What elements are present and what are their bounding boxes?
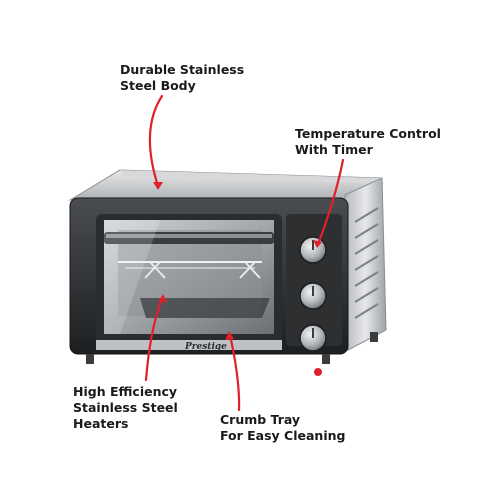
- arrow-to-body: [148, 94, 164, 188]
- brand-logo: Prestige: [184, 342, 227, 352]
- callout-heater-line1: High Efficiency: [73, 384, 178, 399]
- arrow-to-crumb-tray: [228, 333, 241, 412]
- arrow-to-heaters: [144, 296, 164, 382]
- oven-feet: [86, 332, 378, 364]
- callout-temp-line1: Temperature Control: [295, 126, 441, 141]
- arrow-heads: [153, 182, 322, 340]
- oven-control-panel: [286, 214, 342, 376]
- power-indicator-light: [314, 368, 322, 376]
- callout-temperature-control: Temperature Control With Timer: [295, 126, 441, 158]
- callout-temp-line2: With Timer: [295, 142, 373, 157]
- oven-glass-door: [96, 214, 282, 344]
- temperature-knob[interactable]: [299, 236, 327, 264]
- function-knob[interactable]: [299, 282, 327, 310]
- rotisserie-fork: [144, 261, 261, 279]
- callout-body-line1: Durable Stainless: [120, 62, 245, 77]
- callout-heater-line3: Heaters: [73, 416, 129, 431]
- oven-side-panel: [344, 177, 387, 351]
- callout-crumb-line1: Crumb Tray: [220, 412, 301, 427]
- callout-body-line2: Steel Body: [120, 78, 196, 93]
- oven-brand-strip: Prestige: [96, 340, 282, 352]
- pointer-arrows: [144, 94, 345, 412]
- arrowhead-crumb: [225, 331, 234, 340]
- callout-heater-line2: Stainless Steel: [73, 400, 178, 415]
- callout-heaters: High Efficiency Stainless Steel Heaters: [73, 384, 178, 432]
- timer-knob[interactable]: [299, 324, 327, 352]
- arrowhead-body: [153, 182, 163, 190]
- callout-crumb-line2: For Easy Cleaning: [220, 428, 346, 443]
- arrow-to-controls: [316, 158, 345, 246]
- callout-durable-body: Durable Stainless Steel Body: [120, 62, 244, 94]
- arrowhead-controls: [313, 240, 322, 248]
- arrowhead-heaters: [158, 294, 167, 302]
- callout-crumb-tray: Crumb Tray For Easy Cleaning: [220, 412, 345, 444]
